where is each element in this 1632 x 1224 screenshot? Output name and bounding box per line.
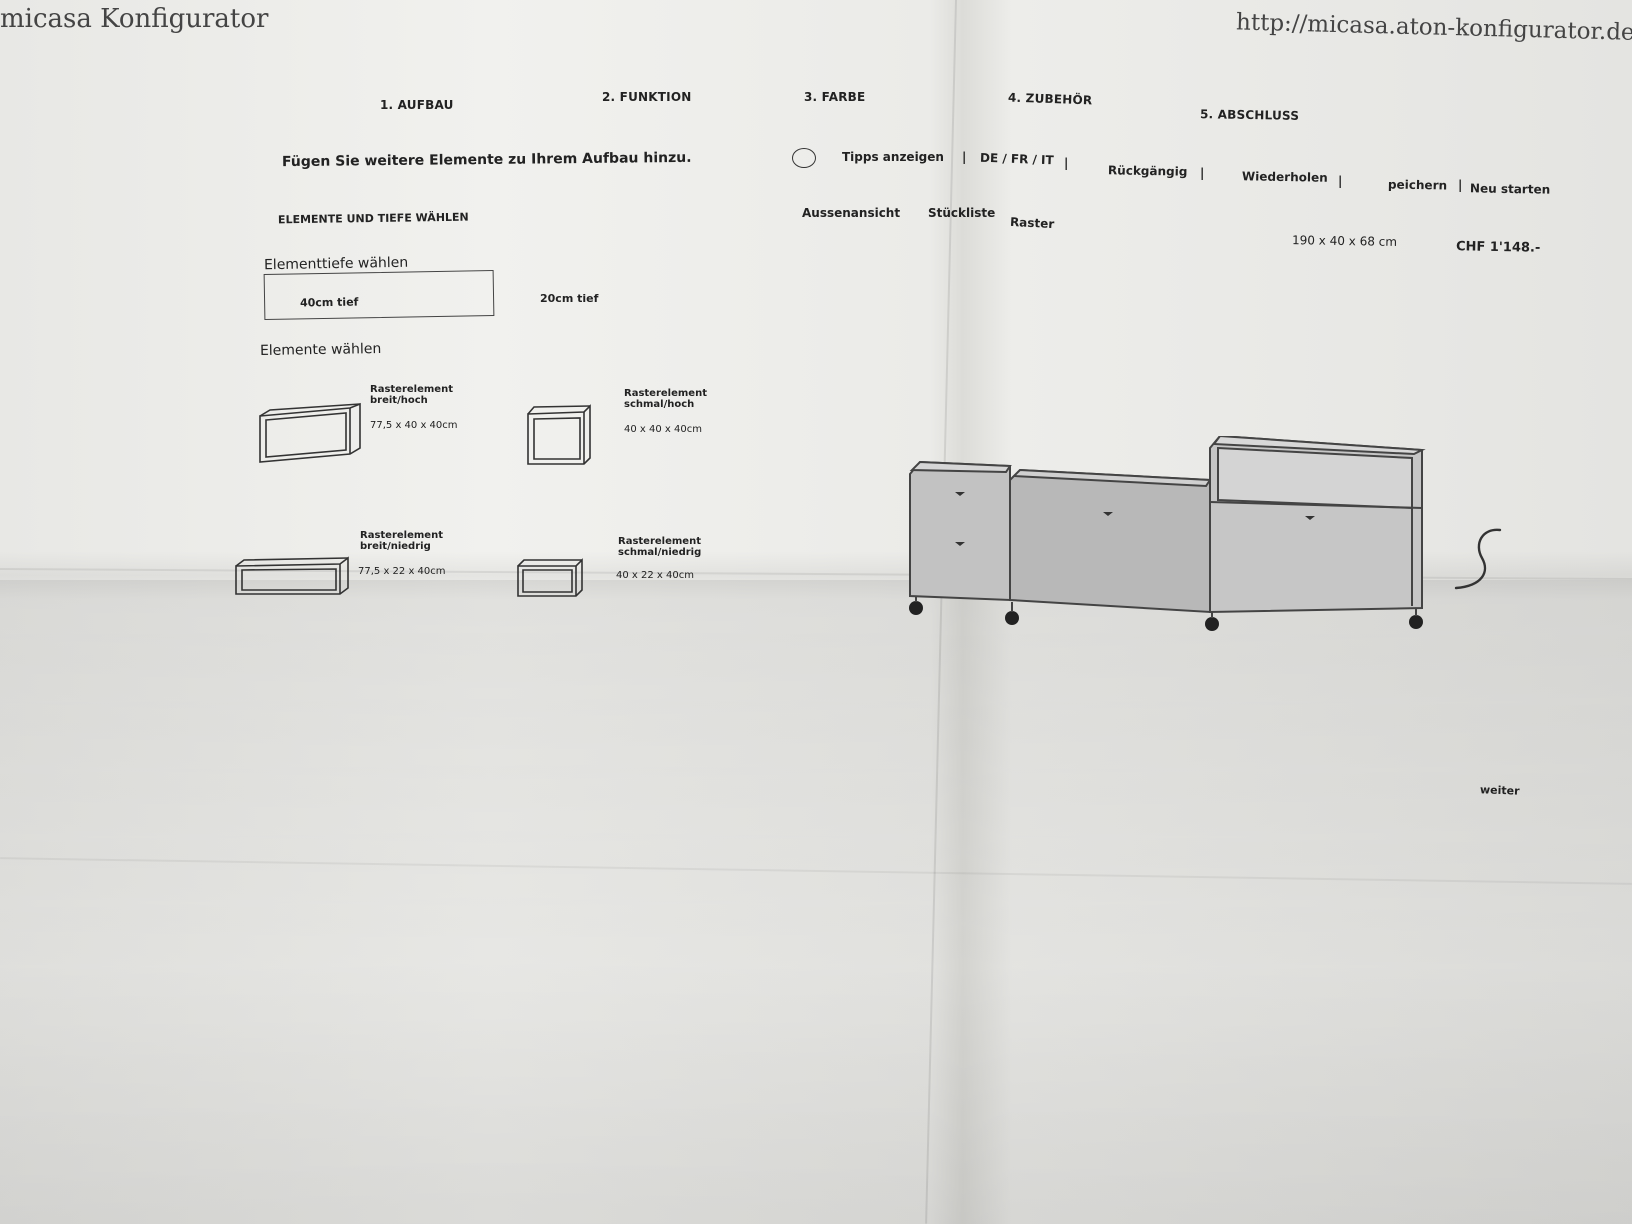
total-price: CHF 1'148.- xyxy=(1455,239,1541,256)
next-button[interactable]: weiter xyxy=(1479,783,1520,798)
step-funktion[interactable]: 2. FUNKTION xyxy=(602,90,692,104)
save-button[interactable]: peichern xyxy=(1387,177,1448,193)
element-dims-wide-low: 77,5 x 22 x 40cm xyxy=(358,566,446,577)
step-aufbau[interactable]: 1. AUFBAU xyxy=(380,98,454,112)
tips-toggle[interactable] xyxy=(792,148,816,168)
step-zubehoer[interactable]: 4. ZUBEHÖR xyxy=(1007,90,1093,108)
element-name-wide-low[interactable]: Rasterelement breit/niedrig xyxy=(360,530,443,552)
narrow-low-box-icon[interactable] xyxy=(514,558,586,600)
element-name-narrow-low[interactable]: Rasterelement schmal/niedrig xyxy=(618,536,702,558)
wide-low-box-icon[interactable] xyxy=(232,556,352,598)
element-name-narrow-tall[interactable]: Rasterelement schmal/hoch xyxy=(624,388,707,410)
element-dims-wide-tall: 77,5 x 40 x 40cm xyxy=(370,420,458,431)
redo-button[interactable]: Wiederholen xyxy=(1241,169,1328,185)
step-abschluss[interactable]: 5. ABSCHLUSS xyxy=(1199,107,1300,123)
depth-title: Elementtiefe wählen xyxy=(263,254,409,274)
cabinet-narrow-left xyxy=(909,460,1011,602)
tab-outside-view[interactable]: Aussenansicht xyxy=(802,206,901,220)
toolbar-separator: | xyxy=(962,150,967,164)
pen-scribble xyxy=(1454,528,1502,590)
elements-title: Elemente wählen xyxy=(259,340,382,360)
wide-tall-box-icon[interactable] xyxy=(256,400,366,466)
toolbar-separator: | xyxy=(1338,174,1343,188)
toolbar-separator: | xyxy=(1458,178,1463,192)
depth-option-selected-box[interactable] xyxy=(263,269,495,321)
open-shelf xyxy=(1217,446,1413,510)
toolbar-separator: | xyxy=(1064,156,1069,170)
restart-button[interactable]: Neu starten xyxy=(1469,181,1551,197)
element-dims-narrow-tall: 40 x 40 x 40cm xyxy=(624,424,702,435)
tab-parts-list[interactable]: Stückliste xyxy=(928,206,996,220)
depth-option-20[interactable]: 20cm tief xyxy=(540,292,599,305)
section-title: ELEMENTE UND TIEFE WÄHLEN xyxy=(277,210,469,227)
depth-option-40[interactable]: 40cm tief xyxy=(299,295,359,310)
element-dims-narrow-low: 40 x 22 x 40cm xyxy=(616,570,694,581)
language-switch[interactable]: DE / FR / IT xyxy=(979,150,1054,168)
step-farbe[interactable]: 3. FARBE xyxy=(804,90,866,104)
toolbar-separator: | xyxy=(1200,166,1205,180)
cabinet-wide-middle xyxy=(1009,468,1211,614)
tips-toggle-label[interactable]: Tipps anzeigen xyxy=(842,150,944,164)
door-knobs xyxy=(955,492,1315,546)
overall-dimensions: 190 x 40 x 68 cm xyxy=(1291,233,1398,249)
undo-button[interactable]: Rückgängig xyxy=(1107,163,1188,179)
tab-grid[interactable]: Raster xyxy=(1009,214,1055,232)
furniture-preview[interactable] xyxy=(900,436,1440,646)
print-header-title: micasa Konfigurator xyxy=(0,4,269,34)
castor-wheels xyxy=(909,601,1423,631)
paper-shadow xyxy=(0,580,1632,1224)
narrow-tall-box-icon[interactable] xyxy=(524,404,594,468)
element-name-wide-tall[interactable]: Rasterelement breit/hoch xyxy=(370,384,453,406)
